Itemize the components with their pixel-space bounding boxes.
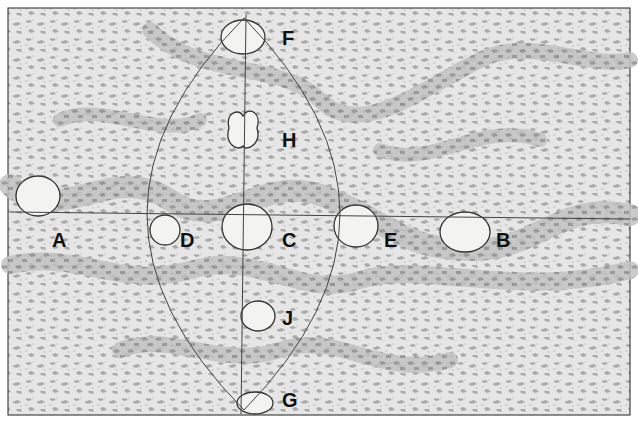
point-letter: F xyxy=(282,28,294,48)
point-letter: B xyxy=(496,230,510,250)
point-letter: J xyxy=(282,308,293,328)
point-letter: H xyxy=(282,130,296,150)
point-letter: G xyxy=(282,390,298,410)
point-letter: A xyxy=(52,230,66,250)
point-letter: E xyxy=(384,230,397,250)
point-letter: C xyxy=(282,230,296,250)
point-letter: D xyxy=(180,230,194,250)
